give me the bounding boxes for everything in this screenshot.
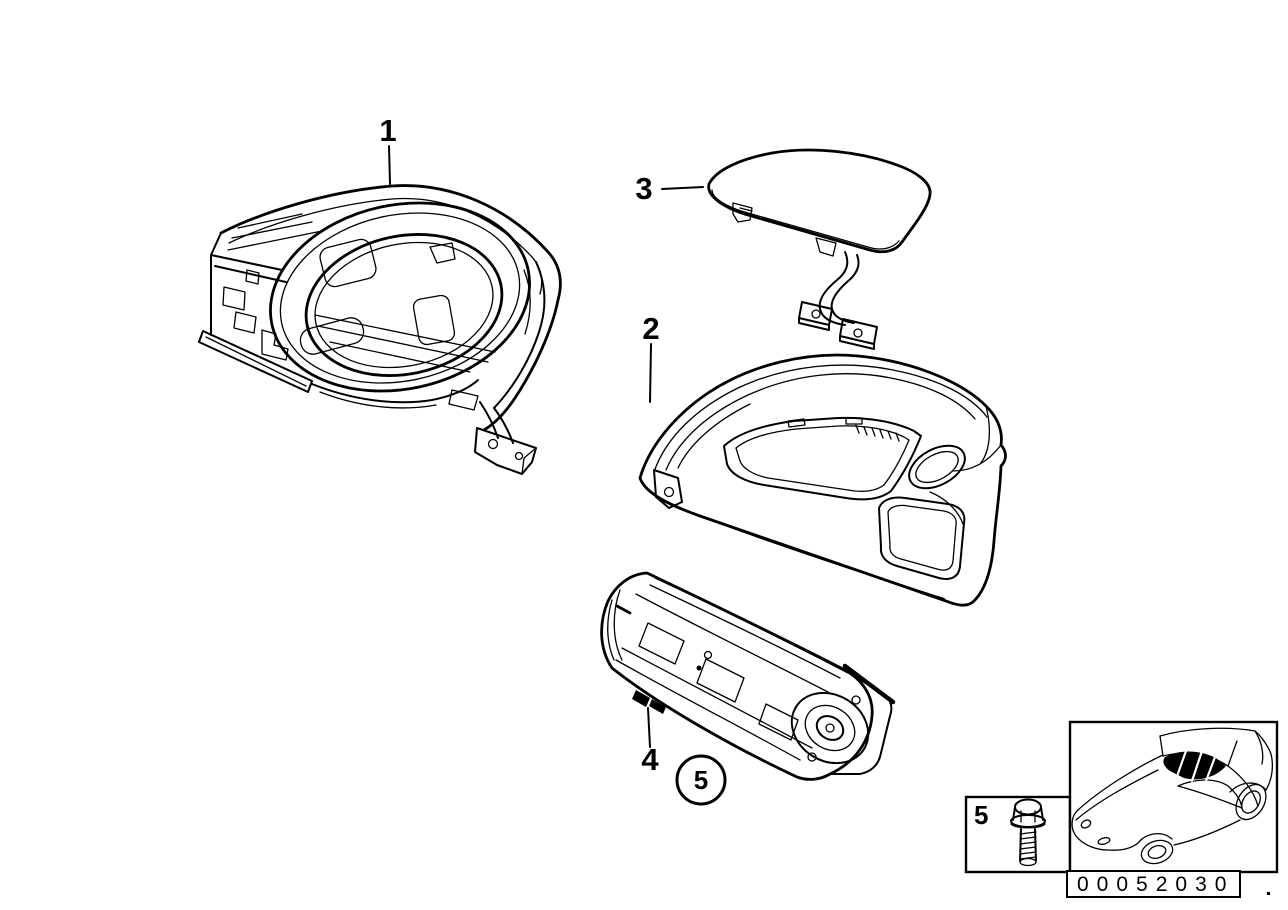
leader-line-4 bbox=[647, 707, 651, 748]
plate-box-border bbox=[1066, 870, 1241, 898]
leader-line-2 bbox=[649, 343, 652, 403]
callout-circle bbox=[675, 754, 727, 806]
legend-box-border bbox=[964, 795, 1072, 874]
leader-line-3 bbox=[661, 186, 704, 190]
car-location-thumbnail bbox=[1068, 720, 1279, 874]
callout-2[interactable]: 2 bbox=[642, 311, 660, 403]
car-drawing bbox=[1071, 727, 1273, 865]
part-drawing-dashboard-trim-panel bbox=[638, 353, 1007, 607]
part-drawing-airbag-module bbox=[600, 571, 896, 781]
callout-3[interactable]: 3 bbox=[635, 171, 704, 206]
leader-line-1 bbox=[388, 145, 391, 185]
callout-label-1[interactable]: 1 bbox=[379, 113, 396, 148]
stray-dot bbox=[1267, 892, 1270, 895]
callout-label-3[interactable]: 3 bbox=[635, 171, 652, 206]
part-drawing-instrument-cluster-surround bbox=[198, 184, 562, 475]
legend-label-5[interactable]: 5 bbox=[974, 800, 988, 830]
callout-4[interactable]: 4 bbox=[641, 707, 659, 777]
plate-number-box: 00052030 bbox=[1066, 870, 1241, 898]
part-drawing-cover-cap-with-bracket bbox=[707, 148, 932, 350]
callout-1[interactable]: 1 bbox=[379, 113, 397, 185]
callout-5-circled[interactable]: 5 bbox=[675, 754, 727, 806]
car-box-border bbox=[1068, 720, 1279, 874]
plate-number: 00052030 bbox=[1077, 873, 1234, 896]
legend-fastener-box: 5 bbox=[964, 795, 1072, 874]
callout-label-2[interactable]: 2 bbox=[642, 311, 659, 346]
callout-label-4[interactable]: 4 bbox=[641, 742, 659, 777]
hex-bolt-drawing bbox=[1010, 798, 1046, 867]
callout-label-5-circled[interactable]: 5 bbox=[694, 765, 708, 795]
